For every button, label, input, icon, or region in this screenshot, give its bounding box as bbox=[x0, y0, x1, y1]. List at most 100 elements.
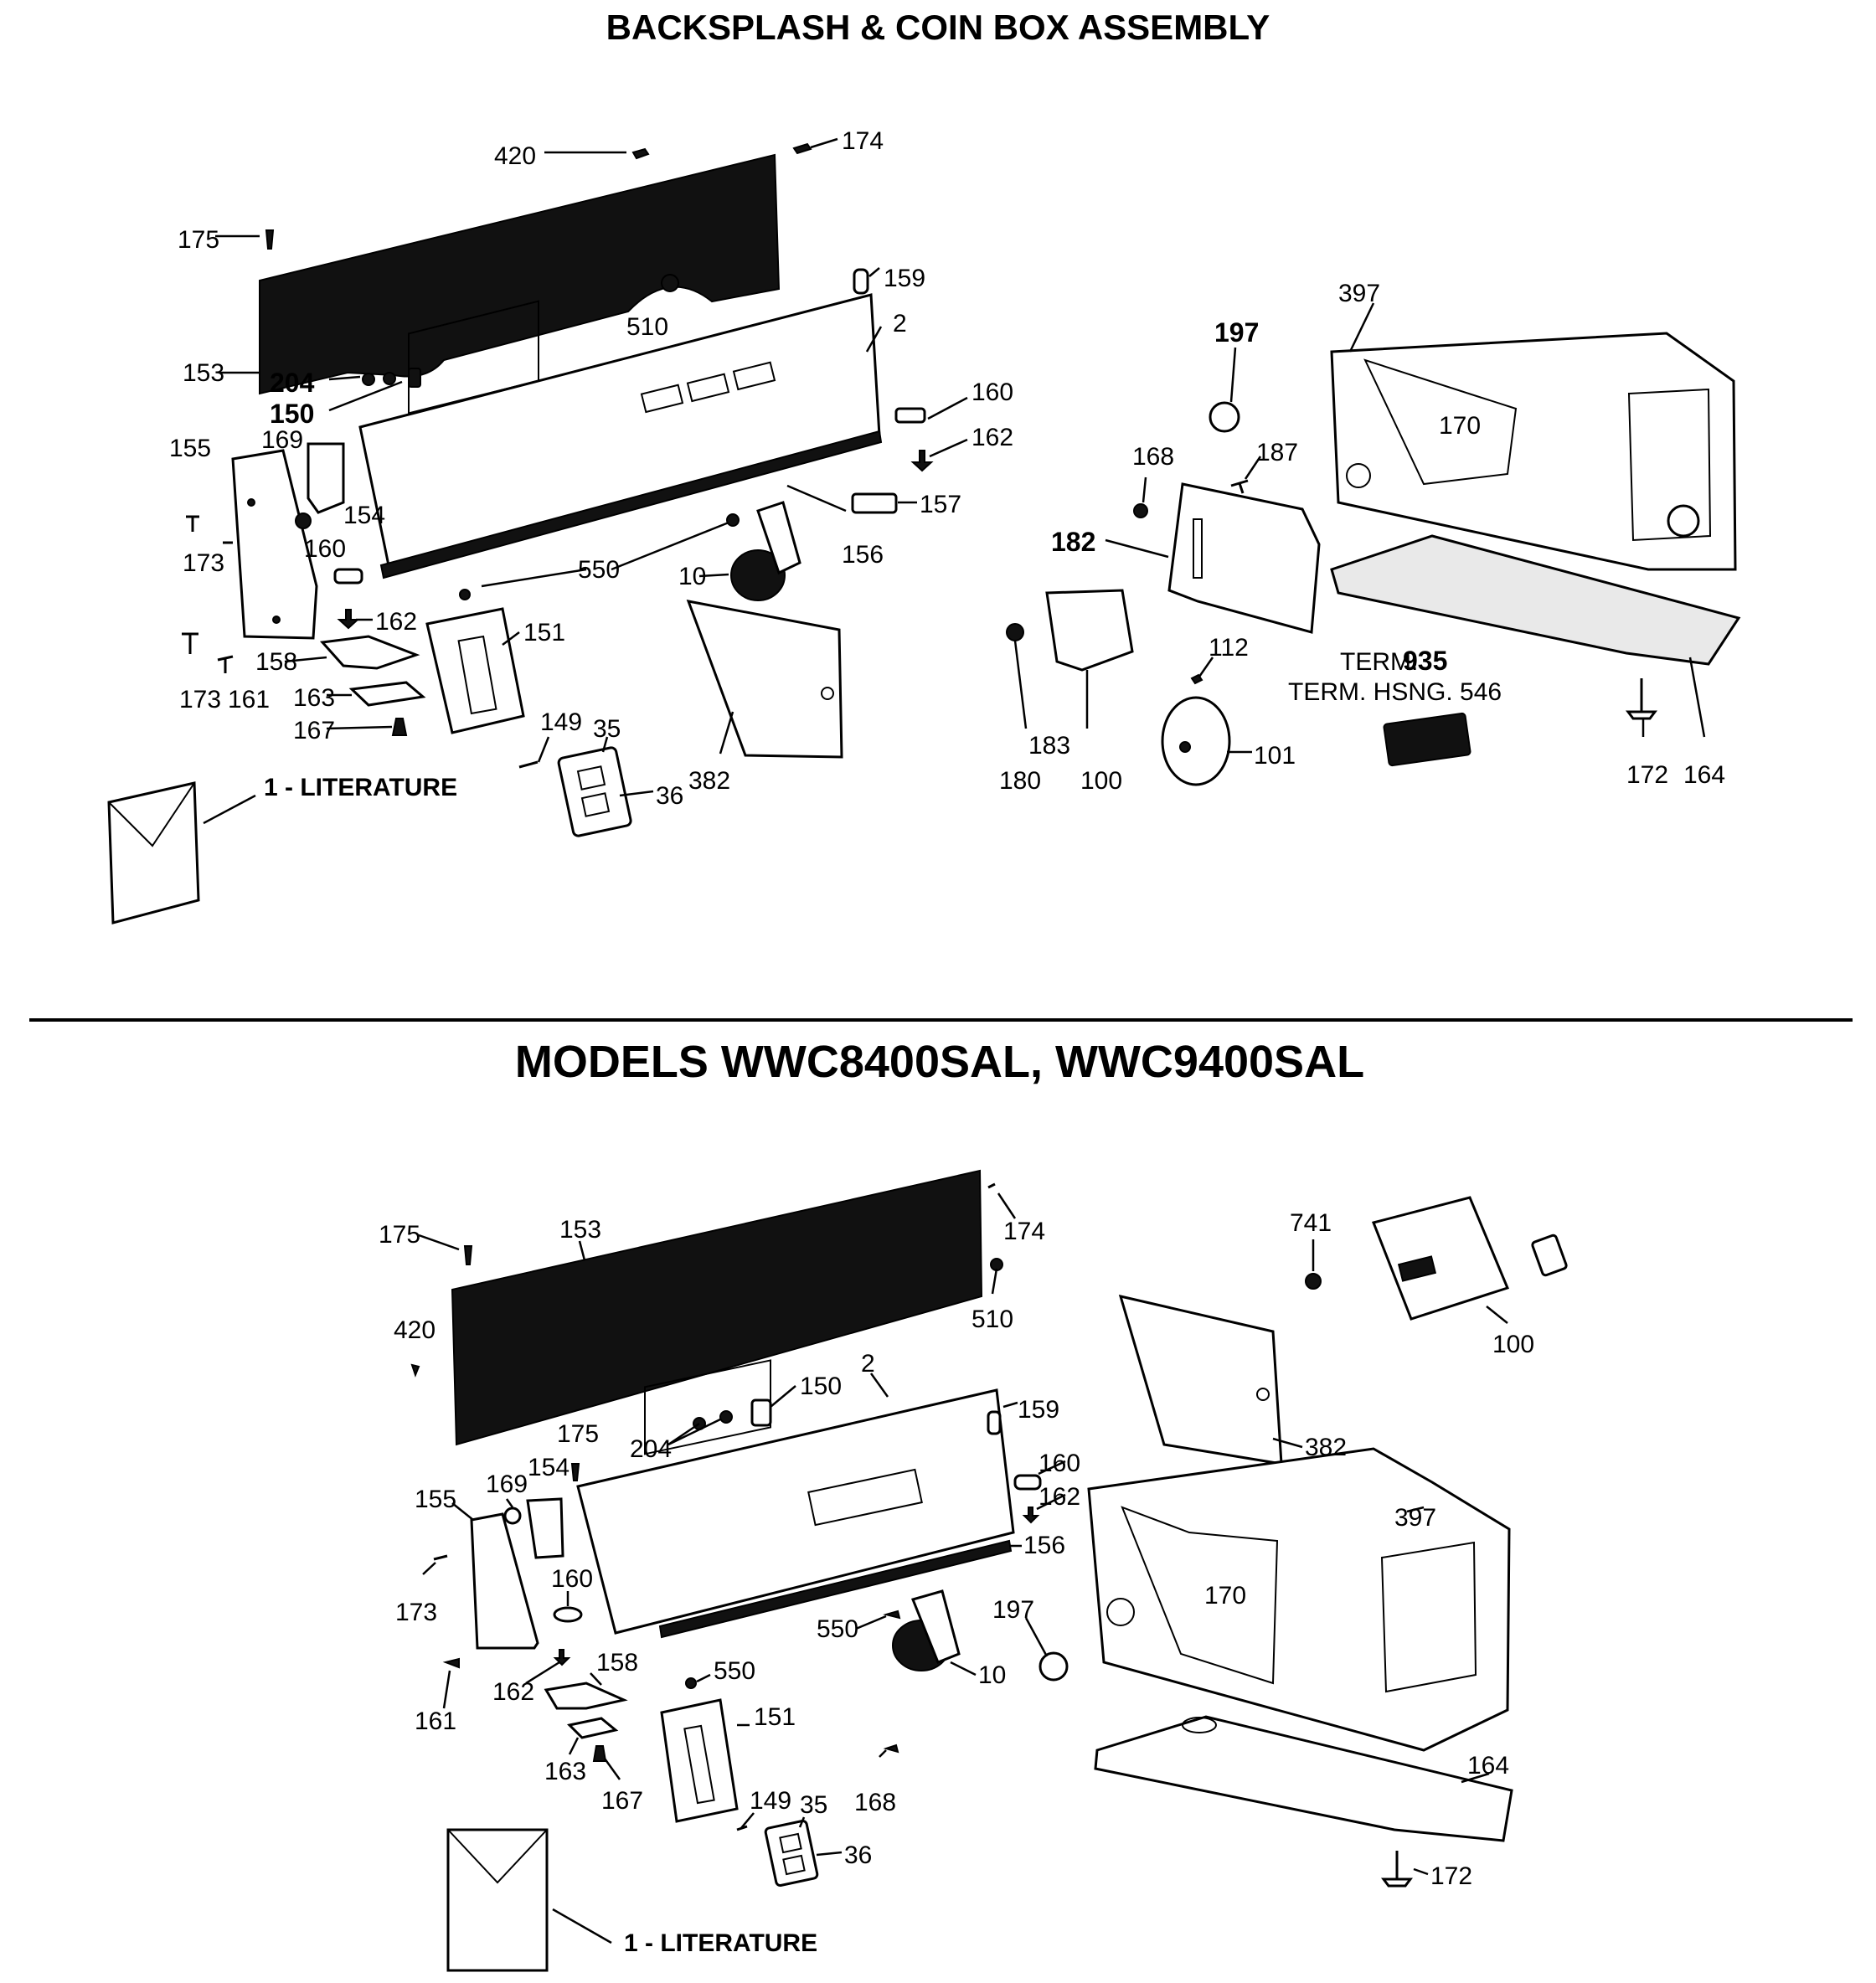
screw-510 bbox=[661, 274, 679, 292]
coin-box-opening bbox=[1363, 358, 1518, 486]
callout-382-bottom: 382 bbox=[1305, 1434, 1347, 1461]
motor-shaft bbox=[1179, 741, 1191, 753]
callout-155: 155 bbox=[169, 435, 211, 462]
screw-550a-bottom bbox=[883, 1610, 901, 1620]
callout-170-bottom: 170 bbox=[1204, 1582, 1246, 1610]
callout-161-bottom: 161 bbox=[415, 1707, 456, 1735]
hinge-154-bottom bbox=[526, 1497, 564, 1559]
part-157 bbox=[851, 492, 898, 514]
bracket-hole bbox=[272, 616, 281, 624]
callout-183: 183 bbox=[1028, 732, 1070, 760]
callout-397: 397 bbox=[1338, 280, 1380, 307]
callout-162a-bottom: 162 bbox=[1038, 1483, 1080, 1511]
board-display-bottom bbox=[1397, 1255, 1437, 1282]
part-162-left bbox=[337, 609, 360, 630]
callout-151: 151 bbox=[523, 619, 565, 646]
term-housing-label: TERM. HSNG. 546 bbox=[1288, 678, 1502, 706]
callout-204: 204 bbox=[270, 368, 315, 398]
bracket-158-bottom bbox=[544, 1682, 628, 1710]
callout-197: 197 bbox=[1214, 317, 1259, 348]
callout-35-bottom: 35 bbox=[800, 1791, 827, 1819]
callout-180: 180 bbox=[999, 767, 1041, 795]
knob-204b bbox=[383, 372, 396, 385]
part-160-right-bottom bbox=[1013, 1474, 1042, 1491]
screw-173a bbox=[186, 515, 199, 532]
callout-100: 100 bbox=[1080, 767, 1122, 795]
bracket-158 bbox=[319, 635, 420, 670]
screw-173-bottom bbox=[433, 1554, 448, 1561]
callout-169: 169 bbox=[261, 426, 303, 454]
term-label: TERM. bbox=[1340, 648, 1418, 676]
callout-154: 154 bbox=[343, 502, 385, 529]
base-plate-164-bottom bbox=[1094, 1715, 1513, 1842]
callout-173a: 173 bbox=[183, 549, 224, 577]
callout-175a-bottom: 175 bbox=[379, 1221, 420, 1249]
panel-window-3 bbox=[732, 361, 776, 391]
screw-149 bbox=[518, 760, 539, 769]
switch-button bbox=[580, 792, 611, 817]
switch-35 bbox=[557, 746, 632, 837]
wheel-10 bbox=[730, 549, 786, 601]
screw-420 bbox=[631, 147, 650, 160]
callout-161: 161 bbox=[228, 686, 270, 713]
callout-156-bottom: 156 bbox=[1023, 1532, 1065, 1559]
literature-label-bottom: 1 - LITERATURE bbox=[624, 1929, 817, 1957]
nut-169 bbox=[295, 512, 312, 529]
callout-169-bottom: 169 bbox=[486, 1471, 528, 1498]
callout-2-bottom: 2 bbox=[861, 1350, 875, 1378]
callout-164-bottom: 164 bbox=[1467, 1752, 1509, 1780]
part-167 bbox=[391, 718, 408, 736]
screw-161-bottom bbox=[442, 1657, 460, 1669]
part-167-bottom bbox=[592, 1745, 607, 1762]
callout-160-left: 160 bbox=[304, 535, 346, 563]
screw-175 bbox=[265, 229, 275, 250]
callout-397-bottom: 397 bbox=[1394, 1504, 1436, 1532]
base-hole-bottom bbox=[1182, 1717, 1217, 1733]
screw-161 bbox=[217, 655, 234, 673]
coin-box-hole-bottom bbox=[1106, 1598, 1135, 1626]
screw-741-bottom bbox=[1305, 1273, 1322, 1290]
foot-172-bottom bbox=[1381, 1851, 1413, 1888]
switch-button-bottom bbox=[782, 1854, 806, 1876]
callout-550: 550 bbox=[578, 556, 620, 584]
part-112 bbox=[1190, 673, 1203, 685]
lock-cylinder bbox=[1667, 504, 1700, 538]
callout-172-bottom: 172 bbox=[1430, 1862, 1472, 1890]
connector-bottom bbox=[1531, 1234, 1568, 1277]
part-160-left-bottom bbox=[553, 1606, 583, 1623]
callout-170: 170 bbox=[1439, 412, 1481, 440]
coin-slot-bottom bbox=[683, 1724, 715, 1805]
foot-172 bbox=[1626, 678, 1657, 720]
callout-36-bottom: 36 bbox=[844, 1841, 872, 1869]
callout-160b-bottom: 160 bbox=[551, 1565, 593, 1593]
coin-slot bbox=[457, 635, 497, 715]
knob-183 bbox=[1006, 623, 1024, 641]
literature-envelope bbox=[107, 781, 200, 925]
callout-154-bottom: 154 bbox=[528, 1454, 570, 1481]
callout-35: 35 bbox=[593, 715, 621, 743]
coin-box-opening-bottom bbox=[1121, 1506, 1279, 1685]
screw-174-bottom bbox=[987, 1182, 996, 1189]
end-bracket-155 bbox=[231, 449, 318, 640]
plate-163-bottom bbox=[566, 1717, 619, 1739]
callout-168-bottom: 168 bbox=[854, 1789, 896, 1816]
callout-197-bottom: 197 bbox=[992, 1596, 1034, 1624]
coin-box-397-bottom bbox=[1087, 1447, 1511, 1752]
callout-162-right: 162 bbox=[972, 424, 1013, 451]
callout-160a-bottom: 160 bbox=[1038, 1450, 1080, 1477]
door-382 bbox=[686, 600, 843, 759]
part-168 bbox=[1133, 503, 1148, 518]
knob-204a bbox=[362, 373, 375, 386]
callout-10: 10 bbox=[678, 563, 706, 590]
switch-35-bottom bbox=[764, 1819, 819, 1888]
clip-150 bbox=[408, 368, 421, 388]
callout-159-bottom: 159 bbox=[1018, 1396, 1059, 1424]
coin-slot-plate-151 bbox=[425, 607, 525, 734]
callout-204-bottom: 204 bbox=[630, 1435, 672, 1463]
term-number: 935 bbox=[1403, 646, 1447, 676]
coin-box-door bbox=[1627, 388, 1712, 542]
bottom-section-parts bbox=[410, 1169, 1568, 1972]
switch-button bbox=[576, 765, 606, 791]
callout-155-bottom: 155 bbox=[415, 1486, 456, 1513]
callout-175: 175 bbox=[178, 226, 219, 254]
